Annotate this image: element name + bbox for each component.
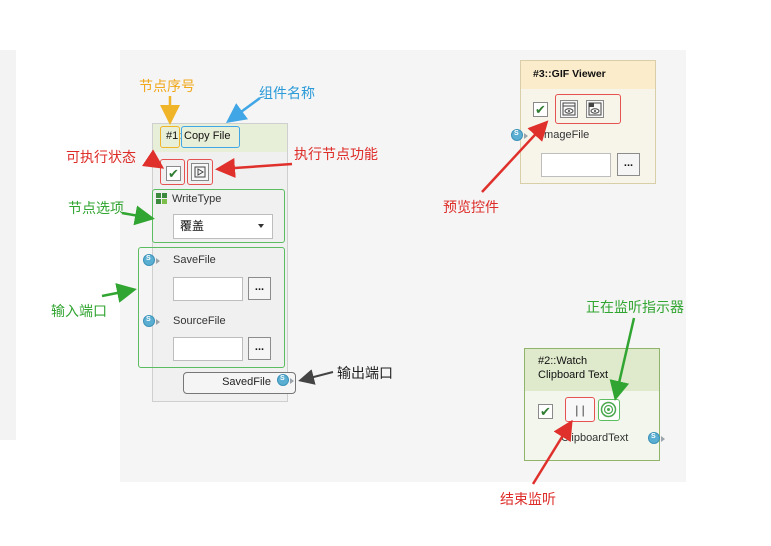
chevron-down-icon bbox=[258, 224, 264, 228]
port-s-icon[interactable]: S bbox=[648, 432, 665, 444]
left-margin bbox=[0, 50, 120, 482]
input-ports-highlight bbox=[138, 247, 285, 368]
executable-checkbox[interactable]: ✔ bbox=[166, 166, 181, 181]
writetype-label: WriteType bbox=[172, 193, 222, 205]
node-title: #3::GIF Viewer bbox=[533, 68, 606, 80]
top-margin bbox=[0, 0, 771, 50]
preview-controls-highlight bbox=[555, 94, 621, 124]
imagefile-label: ImageFile bbox=[541, 129, 590, 141]
savefile-input[interactable] bbox=[173, 277, 243, 301]
checkmark-icon: ✔ bbox=[540, 404, 551, 419]
bottom-margin bbox=[0, 482, 771, 546]
stop-listening-button[interactable]: | | bbox=[565, 397, 595, 422]
play-icon bbox=[194, 166, 206, 178]
preview-window-button[interactable] bbox=[586, 100, 604, 118]
execute-function-highlight bbox=[187, 159, 213, 185]
imagefile-browse-button[interactable]: ... bbox=[617, 153, 640, 176]
executable-checkbox[interactable]: ✔ bbox=[538, 404, 553, 419]
execute-button[interactable] bbox=[191, 163, 209, 181]
grid-icon bbox=[156, 193, 167, 204]
executable-checkbox[interactable]: ✔ bbox=[533, 102, 548, 117]
port-s-icon[interactable]: S bbox=[277, 374, 294, 386]
savefile-browse-button[interactable]: ... bbox=[248, 277, 271, 300]
node-title: Copy File bbox=[184, 130, 231, 142]
preview-button[interactable] bbox=[560, 100, 578, 118]
target-icon bbox=[600, 401, 617, 418]
annotation-input-ports: 输入端口 bbox=[51, 303, 107, 319]
port-s-icon[interactable]: S bbox=[143, 315, 160, 327]
annotation-execute-function: 执行节点功能 bbox=[294, 146, 378, 162]
annotation-node-options: 节点选项 bbox=[68, 200, 124, 216]
annotation-node-index: 节点序号 bbox=[139, 78, 195, 94]
node-header bbox=[521, 61, 655, 89]
annotation-component-name: 组件名称 bbox=[259, 85, 315, 101]
stop-icon: | | bbox=[575, 403, 585, 417]
clipboardtext-label: ClipboardText bbox=[561, 432, 629, 444]
annotation-executable-state: 可执行状态 bbox=[66, 149, 136, 165]
node-index: #1: bbox=[166, 130, 182, 142]
eye-icon bbox=[562, 102, 576, 116]
node-index-highlight bbox=[160, 126, 180, 148]
annotation-listening-indicator: 正在监听指示器 bbox=[586, 299, 684, 315]
writetype-value: 覆盖 bbox=[180, 219, 205, 233]
savedfile-label: SavedFile bbox=[222, 376, 271, 388]
left-strip bbox=[0, 50, 16, 440]
annotation-stop-listening: 结束监听 bbox=[500, 491, 556, 507]
node-title-line2: Clipboard Text bbox=[538, 369, 609, 381]
listening-indicator[interactable] bbox=[598, 399, 620, 421]
port-s-icon[interactable]: S bbox=[143, 254, 160, 266]
sourcefile-input[interactable] bbox=[173, 337, 243, 361]
savefile-label: SaveFile bbox=[173, 254, 216, 266]
eye-icon bbox=[588, 102, 602, 116]
sourcefile-browse-button[interactable]: ... bbox=[248, 337, 271, 360]
savedfile-output-port[interactable]: SavedFile bbox=[183, 372, 296, 394]
imagefile-input[interactable] bbox=[541, 153, 611, 177]
component-name-highlight bbox=[181, 126, 240, 148]
annotation-output-port: 输出端口 bbox=[337, 365, 393, 381]
port-s-icon[interactable]: S bbox=[511, 129, 528, 141]
checkmark-icon: ✔ bbox=[168, 166, 179, 181]
annotation-preview-controls: 预览控件 bbox=[443, 199, 499, 215]
sourcefile-label: SourceFile bbox=[173, 315, 226, 327]
node-title-line1: #2::Watch bbox=[538, 355, 588, 367]
node-header bbox=[525, 349, 659, 391]
checkmark-icon: ✔ bbox=[535, 102, 546, 117]
writetype-select[interactable]: 覆盖 bbox=[173, 214, 273, 239]
executable-state-highlight bbox=[160, 159, 185, 185]
right-margin bbox=[686, 50, 771, 482]
